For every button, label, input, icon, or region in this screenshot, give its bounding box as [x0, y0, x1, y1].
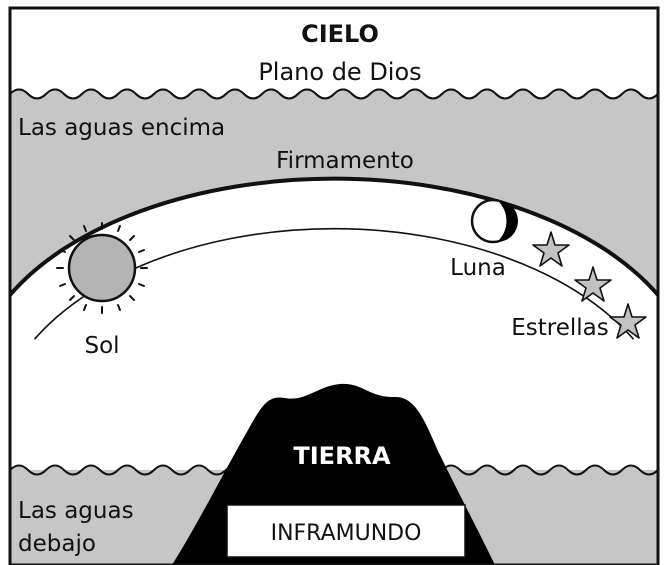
star-icon	[574, 266, 612, 302]
heaven-title: CIELO	[301, 20, 379, 48]
underworld-label: INFRAMUNDO	[271, 521, 422, 546]
underworld-box	[226, 504, 466, 558]
moon-icon	[470, 198, 518, 244]
waves-top-line	[9, 88, 659, 100]
sun-icon	[56, 222, 148, 314]
star-icon	[609, 303, 647, 339]
firmament-outline	[8, 176, 660, 297]
sky-lower-left	[10, 300, 60, 380]
moon-label: Luna	[450, 255, 506, 281]
heaven-subtitle: Plano de Dios	[258, 58, 421, 86]
stars-label: Estrellas	[511, 315, 609, 341]
earth-label: TIERRA	[293, 442, 391, 470]
diagram-frame	[8, 6, 660, 565]
star-icon	[532, 231, 570, 267]
firmament-label: Firmamento	[276, 148, 414, 174]
waters-below-label-line1: Las aguas	[18, 498, 134, 524]
heaven-region	[10, 8, 658, 98]
waters-below-label-line2: debajo	[18, 531, 96, 557]
sun-label: Sol	[84, 333, 119, 359]
celestial-path-arc	[9, 227, 659, 376]
waves-top-fill	[10, 89, 658, 102]
waters-above-label: Las aguas encima	[18, 115, 225, 141]
sky-lower-right	[608, 300, 658, 380]
